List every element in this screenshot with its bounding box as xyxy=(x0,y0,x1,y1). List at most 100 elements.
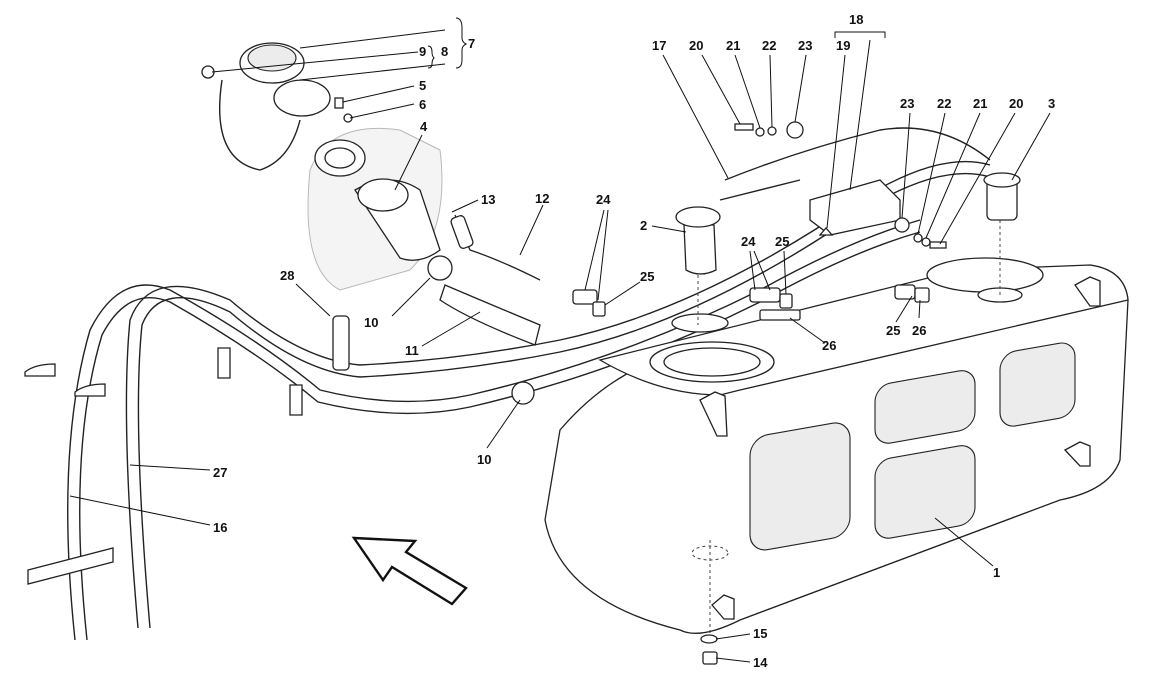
tank-recess-1 xyxy=(749,422,851,551)
callout-16: 16 xyxy=(213,520,227,535)
loose-clip-strip xyxy=(27,547,114,585)
callout-12: 12 xyxy=(535,191,549,206)
callout-25-left: 25 xyxy=(640,269,654,284)
vent-module-18 xyxy=(809,179,901,236)
callout-21-upper: 21 xyxy=(726,38,740,53)
leader-3 xyxy=(1011,112,1051,181)
callout-13: 13 xyxy=(481,192,495,207)
drain-plug-14 xyxy=(702,651,718,665)
leader-24b-2 xyxy=(753,250,771,291)
leader-1 xyxy=(934,517,994,567)
callout-5: 5 xyxy=(419,78,426,93)
tank-strap-clip-4 xyxy=(711,594,735,620)
leader-23a xyxy=(794,54,807,123)
leader-20a xyxy=(701,54,741,125)
bracket-7 xyxy=(455,17,468,69)
callout-15: 15 xyxy=(753,626,767,641)
hose-clamp-10-lower xyxy=(511,381,535,405)
loose-clip-a xyxy=(24,363,56,377)
leader-22a xyxy=(769,54,773,128)
clip-25-center xyxy=(779,293,793,309)
callout-8: 8 xyxy=(441,44,448,59)
leader-lines xyxy=(69,17,1051,663)
bracket-18 xyxy=(834,31,886,38)
clip-25-left xyxy=(592,301,606,317)
leader-24b-1 xyxy=(749,250,756,291)
filler-gasket-inner xyxy=(324,147,356,169)
filler-cap-assembly xyxy=(201,42,541,405)
callout-11: 11 xyxy=(405,343,419,358)
tank-strap-clip-3 xyxy=(1063,441,1091,467)
leader-26a xyxy=(789,317,826,344)
callout-6: 6 xyxy=(419,97,426,112)
callout-1: 1 xyxy=(993,565,1000,580)
grommet-28 xyxy=(332,315,350,371)
hose-clamp-10-upper xyxy=(427,255,453,281)
callout-23-right: 23 xyxy=(900,96,914,111)
screw-20-upper xyxy=(734,123,754,131)
filler-neck-mouth xyxy=(357,178,409,212)
callout-17: 17 xyxy=(652,38,666,53)
leader-25b xyxy=(783,250,787,295)
leader-7-top xyxy=(299,29,446,49)
callout-2: 2 xyxy=(640,218,647,233)
evap-valve-top xyxy=(983,172,1021,188)
clip-26-center xyxy=(759,309,801,321)
callout-20-upper: 20 xyxy=(689,38,703,53)
leader-24a-2 xyxy=(597,209,609,301)
tank-recess-3 xyxy=(874,445,976,539)
hose-clips xyxy=(24,284,930,665)
nut-22-right xyxy=(913,233,923,243)
screw-5 xyxy=(334,97,344,109)
leader-6 xyxy=(349,103,415,119)
washer-21-right xyxy=(921,237,931,247)
callout-7: 7 xyxy=(468,36,475,51)
leader-14 xyxy=(715,657,751,663)
tank-recess-4 xyxy=(999,342,1076,427)
direction-arrow xyxy=(351,536,468,606)
callout-20-right: 20 xyxy=(1009,96,1023,111)
leader-4 xyxy=(394,134,423,191)
leader-24a-1 xyxy=(584,209,605,291)
loose-clip-b xyxy=(74,383,106,397)
leader-28 xyxy=(295,283,331,317)
bracket-8 xyxy=(427,45,435,69)
check-valve-19 xyxy=(818,227,834,236)
leader-11 xyxy=(421,311,481,347)
cap-tether xyxy=(218,79,301,171)
fuel-pump-body xyxy=(683,224,717,275)
callout-21-right: 21 xyxy=(973,96,987,111)
leader-23b xyxy=(901,112,911,219)
leader-25c xyxy=(895,295,913,323)
leader-21b xyxy=(925,112,981,239)
tank-recess-2 xyxy=(874,370,976,444)
leader-25a xyxy=(604,281,641,306)
leader-15 xyxy=(715,633,751,640)
callout-22-right: 22 xyxy=(937,96,951,111)
drain-washer-15 xyxy=(700,634,718,644)
callout-26-center: 26 xyxy=(822,338,836,353)
fuel-tank xyxy=(544,220,1129,635)
leader-5 xyxy=(342,85,415,103)
leader-27 xyxy=(129,464,211,471)
callout-22-upper: 22 xyxy=(762,38,776,53)
fuel-pump-flange xyxy=(675,206,721,228)
callout-labels: 1 2 3 4 5 6 7 8 9 10 10 11 12 13 14 15 1… xyxy=(213,12,1055,670)
leader-21a xyxy=(734,54,761,129)
leader-7-bottom xyxy=(299,63,446,81)
washer-21-upper xyxy=(755,127,765,137)
callout-24-left: 24 xyxy=(596,192,611,207)
cap-seal-ring xyxy=(273,79,331,117)
leader-10-lower xyxy=(486,399,521,449)
callout-27: 27 xyxy=(213,465,227,480)
leader-19 xyxy=(826,54,846,229)
tank-strap-clip-1 xyxy=(699,391,728,437)
callout-18: 18 xyxy=(849,12,863,27)
callout-10-lower: 10 xyxy=(477,452,491,467)
leader-2 xyxy=(651,225,687,233)
leader-16 xyxy=(69,495,211,526)
callout-24-center: 24 xyxy=(741,234,756,249)
callout-10-upper: 10 xyxy=(364,315,378,330)
leader-26b xyxy=(918,299,921,319)
